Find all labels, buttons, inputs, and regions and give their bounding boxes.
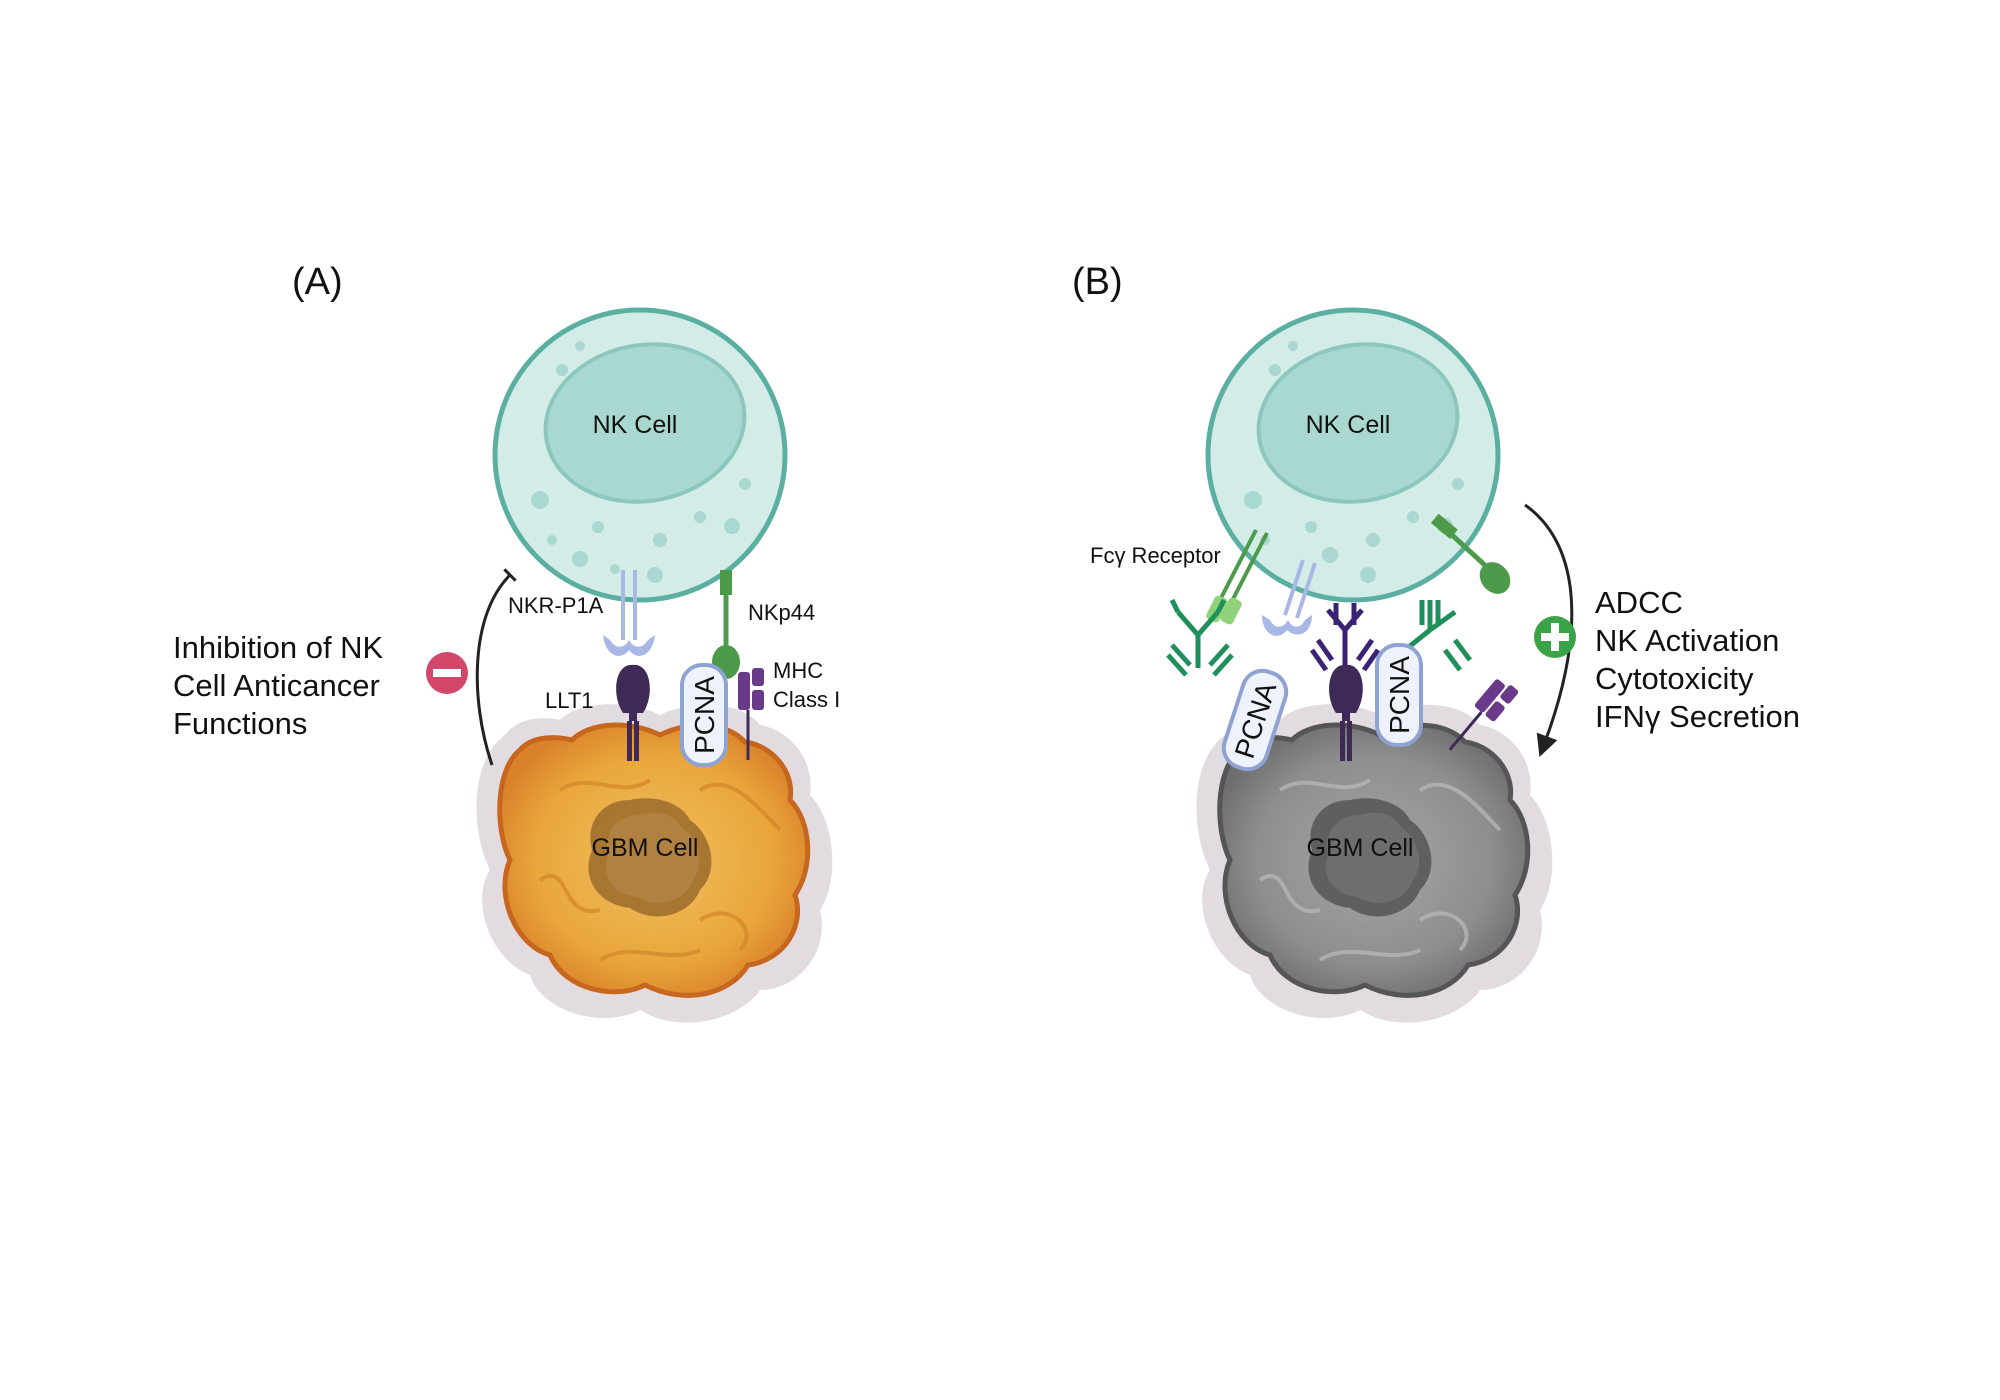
nk-cell-b-label: NK Cell bbox=[1306, 411, 1391, 439]
panel-b: (B) GBM Cell NK Cell bbox=[1072, 261, 1800, 1023]
gbm-cell-a: GBM Cell bbox=[476, 704, 833, 1023]
inhibition-text-line3: Functions bbox=[173, 706, 307, 741]
nk-cell-b: NK Cell bbox=[1205, 307, 1501, 603]
panel-a-label: (A) bbox=[292, 261, 343, 303]
gbm-cell-a-label: GBM Cell bbox=[592, 834, 699, 862]
mhc-class-i bbox=[738, 668, 764, 760]
minus-badge-icon bbox=[426, 652, 468, 694]
inhibition-text-line2: Cell Anticancer bbox=[173, 668, 380, 703]
panel-a: (A) GBM Cell NK Cell bbox=[173, 261, 840, 1023]
mhc-label-line1: MHC bbox=[773, 658, 823, 683]
gbm-cell-b-label: GBM Cell bbox=[1307, 834, 1414, 862]
nkr-p1a-receptor-b bbox=[1262, 559, 1317, 636]
gbm-cell-b: GBM Cell bbox=[1196, 704, 1553, 1023]
nkp44-receptor bbox=[712, 570, 740, 679]
inhibition-text-line1: Inhibition of NK bbox=[173, 630, 384, 665]
effect-text-line2: NK Activation bbox=[1595, 623, 1779, 658]
mhc-class-i-b bbox=[1448, 679, 1519, 751]
mhc-label-line2: Class I bbox=[773, 687, 840, 712]
nk-cell-a: NK Cell bbox=[492, 307, 788, 603]
nkp44-label: NKp44 bbox=[748, 600, 815, 625]
inhibition-arrow bbox=[475, 568, 517, 766]
pcna-b-right-label: PCNA bbox=[1384, 656, 1415, 734]
llt1-label: LLT1 bbox=[545, 688, 594, 713]
activation-arrow bbox=[1524, 503, 1574, 758]
nkr-p1a-receptor bbox=[603, 570, 655, 656]
pcna-a-label: PCNA bbox=[689, 676, 720, 754]
fc-gamma-receptor-label: Fcγ Receptor bbox=[1090, 543, 1221, 568]
effect-text-line3: Cytotoxicity bbox=[1595, 661, 1754, 696]
panel-b-label: (B) bbox=[1072, 261, 1123, 303]
pcna-a: PCNA bbox=[680, 663, 728, 767]
effect-text-line4: IFNγ Secretion bbox=[1595, 699, 1800, 734]
nk-cell-a-label: NK Cell bbox=[593, 411, 678, 439]
nkr-p1a-label: NKR-P1A bbox=[508, 593, 604, 618]
antibody-green-left bbox=[1166, 598, 1234, 677]
plus-badge-icon bbox=[1534, 616, 1576, 658]
nkp44-receptor-b bbox=[1430, 513, 1511, 594]
antibody-purple bbox=[1309, 603, 1381, 672]
pcna-b-right: PCNA bbox=[1375, 643, 1423, 747]
effect-text-line1: ADCC bbox=[1595, 585, 1683, 620]
